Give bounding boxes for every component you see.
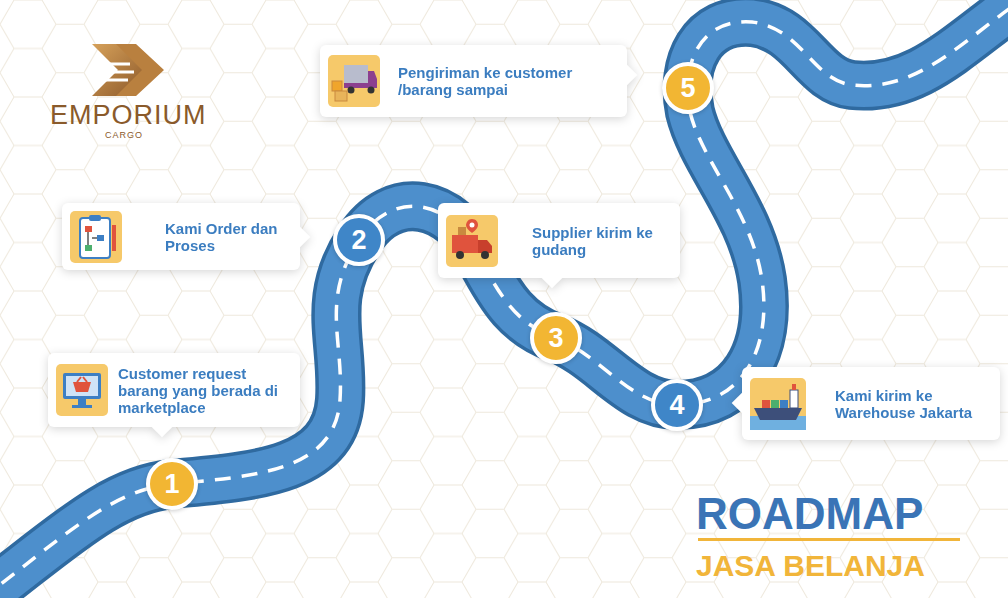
step-number: 2 [351,226,366,254]
step-text: Customer request barang yang berada di m… [118,365,290,416]
step-text: Supplier kirim ke gudang [532,224,670,258]
delivery-icon [328,55,380,107]
ship-icon [750,378,806,430]
step-number: 1 [164,470,179,498]
callout-text: Customer request barang yang berada di m… [118,365,290,416]
callout-tail [541,266,564,289]
step-text: Pengiriman ke customer /barang sampai [398,64,617,98]
step-callout: Supplier kirim ke gudang [438,203,680,278]
step-callout: Customer request barang yang berada di m… [48,353,300,427]
callout-tail [288,226,311,249]
callout-text: Supplier kirim ke gudang [532,224,670,258]
step-number: 3 [548,324,563,352]
callout-number: 3 [530,312,582,364]
step-callout: Kami kirim ke Warehouse Jakarta [742,367,1000,440]
callout-text: Kami kirim ke Warehouse Jakarta [835,387,990,421]
step-number: 4 [669,391,684,419]
step-text: Kami kirim ke Warehouse Jakarta [835,387,990,421]
callout-tail [151,415,174,438]
title: ROADMAP JASA BELANJA [696,488,966,592]
step-callout: Kami Order dan Proses [62,203,300,270]
supplier-truck-icon [446,215,498,267]
title-rule [698,538,960,541]
step-callout: Pengiriman ke customer /barang sampai [320,45,627,117]
logo-name: EMPORIUM [50,100,207,131]
callout-text: Pengiriman ke customer /barang sampai [398,64,617,98]
process-icon [70,211,122,263]
callout-tail [615,64,638,87]
callout-number: 2 [333,214,385,266]
callout-number: 1 [146,458,198,510]
logo-mark [92,44,164,96]
callout-number: 4 [651,379,703,431]
step-number: 5 [680,74,695,102]
marketplace-icon [56,364,108,416]
step-text: Kami Order dan Proses [165,220,290,254]
logo-subtitle: CARGO [105,130,143,140]
callout-text: Kami Order dan Proses [165,220,290,254]
callout-number: 5 [662,62,714,114]
